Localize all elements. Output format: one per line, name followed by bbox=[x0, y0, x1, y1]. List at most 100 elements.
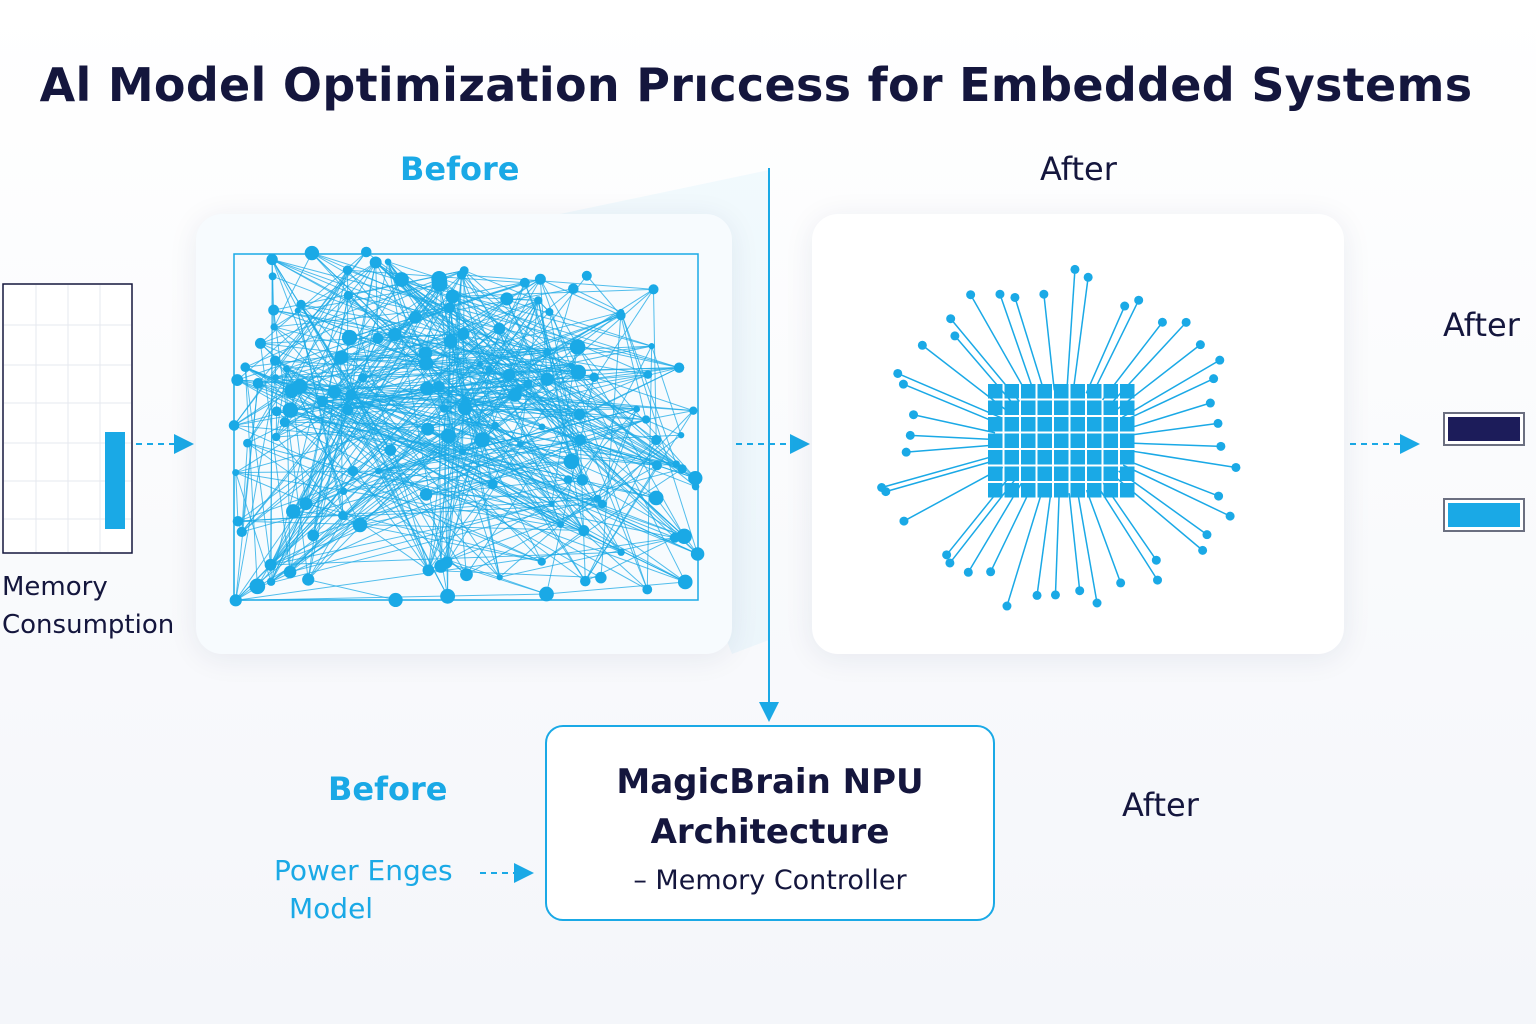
npu-grid-cell bbox=[1087, 466, 1102, 481]
npu-connection bbox=[1127, 402, 1211, 430]
npu-grid-cell bbox=[1037, 433, 1052, 448]
network-edge bbox=[443, 407, 572, 462]
npu-endpoint-node bbox=[1157, 317, 1167, 327]
network-node bbox=[345, 389, 357, 401]
npu-grid-cell bbox=[1103, 384, 1118, 399]
memory-label-line2: Consumption bbox=[2, 610, 175, 640]
network-edge bbox=[275, 360, 510, 376]
network-edge bbox=[237, 379, 685, 537]
network-edge bbox=[237, 514, 343, 522]
network-edge bbox=[541, 426, 658, 466]
network-node bbox=[271, 406, 282, 417]
before-label-bottom: Before bbox=[328, 770, 448, 808]
npu-connection bbox=[1014, 297, 1045, 393]
npu-grid-cell bbox=[1103, 400, 1118, 415]
npu-grid-cell bbox=[1004, 483, 1019, 498]
network-edge bbox=[387, 261, 428, 389]
network-node bbox=[299, 497, 313, 511]
npu-connection bbox=[1043, 294, 1056, 391]
npu-connection bbox=[989, 487, 1032, 573]
npu-grid-cell bbox=[1004, 400, 1019, 415]
network-edge bbox=[655, 497, 698, 555]
npu-endpoint-node bbox=[1215, 355, 1225, 365]
npu-endpoint-node bbox=[1032, 590, 1042, 600]
network-edge bbox=[359, 524, 542, 563]
npu-grid-cell bbox=[1070, 400, 1085, 415]
network-edge bbox=[344, 503, 603, 518]
npu-grid-cell bbox=[1087, 433, 1102, 448]
network-node bbox=[384, 258, 392, 266]
npu-grid-cell bbox=[1004, 466, 1019, 481]
network-node bbox=[677, 431, 685, 439]
network-node bbox=[502, 368, 516, 381]
network-edge bbox=[311, 252, 680, 369]
network-edge bbox=[514, 394, 694, 412]
network-edge bbox=[270, 503, 552, 566]
npu-grid-cell bbox=[1103, 483, 1118, 498]
network-node bbox=[384, 444, 397, 456]
network-edge bbox=[449, 307, 677, 465]
npu-grid-cell bbox=[988, 483, 1003, 498]
npu-connection bbox=[1091, 299, 1140, 396]
network-edge bbox=[426, 460, 572, 495]
network-node bbox=[272, 374, 280, 381]
npu-grid-cell bbox=[1087, 483, 1102, 498]
network-node bbox=[422, 564, 435, 577]
network-node bbox=[434, 559, 448, 573]
npu-grid-cell bbox=[1021, 466, 1036, 481]
network-edge bbox=[235, 535, 685, 601]
npu-endpoint-node bbox=[986, 567, 996, 577]
npu-endpoint-node bbox=[963, 567, 973, 577]
network-edge bbox=[235, 472, 239, 522]
npu-endpoint-node bbox=[1153, 575, 1163, 585]
npu-grid-cell bbox=[1054, 483, 1069, 498]
network-node bbox=[231, 374, 244, 387]
network-edge bbox=[307, 435, 449, 580]
network-node bbox=[616, 310, 626, 321]
npu-connection bbox=[906, 444, 995, 453]
npu-connection bbox=[1129, 422, 1219, 436]
network-edge bbox=[362, 351, 548, 379]
npu-connection bbox=[1118, 470, 1208, 536]
network-edge bbox=[540, 278, 622, 316]
network-node bbox=[229, 594, 242, 607]
network-node bbox=[569, 339, 586, 355]
network-node bbox=[456, 270, 467, 280]
network-edge bbox=[652, 289, 657, 441]
network-node bbox=[689, 406, 698, 415]
npu-grid-cell bbox=[1054, 384, 1069, 399]
npu-endpoint-node bbox=[946, 314, 956, 324]
network-node bbox=[375, 467, 382, 475]
npu-grid-cell bbox=[1087, 400, 1102, 415]
npu-subtitle: – Memory Controller bbox=[633, 865, 907, 896]
npu-grid-cell bbox=[1037, 483, 1052, 498]
npu-grid-cell bbox=[1021, 450, 1036, 465]
network-edge bbox=[465, 279, 541, 410]
network-node bbox=[534, 296, 543, 305]
npu-grid-cell bbox=[1004, 417, 1019, 432]
network-edge bbox=[235, 377, 277, 601]
after-label-right: After bbox=[1443, 306, 1520, 344]
power-engines-label: Power Enges Model bbox=[274, 852, 453, 928]
network-edge bbox=[334, 391, 561, 526]
network-edge bbox=[461, 274, 654, 290]
npu-endpoint-node bbox=[1002, 601, 1012, 611]
network-edge bbox=[448, 503, 603, 561]
network-edge bbox=[235, 472, 584, 532]
network-node bbox=[443, 334, 458, 349]
npu-endpoint-node bbox=[945, 558, 955, 568]
network-edge bbox=[237, 379, 677, 465]
network-edge bbox=[286, 368, 361, 526]
npu-grid-cell bbox=[1037, 400, 1052, 415]
npu-title-line2: Architecture bbox=[650, 812, 890, 852]
network-node bbox=[476, 360, 484, 368]
network-edge bbox=[347, 345, 652, 411]
npu-grid-cell bbox=[1103, 433, 1118, 448]
npu-connection bbox=[1085, 305, 1126, 394]
network-edge bbox=[620, 315, 647, 420]
network-node bbox=[296, 299, 306, 310]
network-node bbox=[445, 289, 460, 304]
network-node bbox=[394, 272, 409, 287]
power-label-line1: Power Enges bbox=[274, 854, 453, 887]
legend-swatch-blue bbox=[1443, 498, 1525, 532]
